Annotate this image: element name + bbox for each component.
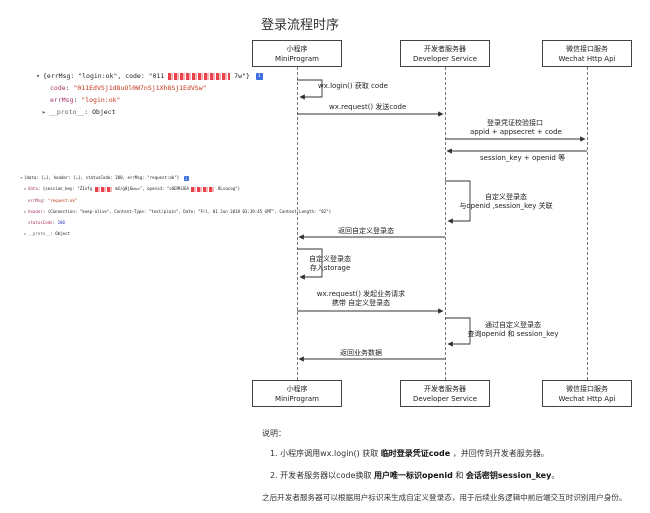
console-line: code: "011EdVSj1d8uOl0W7nSj1Xh8Sj1EdVSw"	[50, 84, 207, 92]
console-login-result: ▾{errMsg: "login:ok", code: "011 7w"} i …	[36, 70, 263, 118]
console-value: Object	[92, 108, 116, 116]
participant-developer-service-bottom: 开发者服务器 Developer Service	[400, 380, 490, 407]
explanation-item-1: 1. 小程序调用wx.login() 获取 临时登录凭证code ，并回传到开发…	[270, 448, 549, 459]
console-line: ▾{data: {…}, header: {…}, statusCode: 20…	[20, 172, 331, 183]
console-value: {Connection: "keep-alive", Content-Type:…	[47, 208, 332, 214]
participant-subtitle: Developer Service	[412, 55, 478, 63]
expand-triangle-icon[interactable]: ▸	[24, 186, 27, 192]
expand-triangle-icon[interactable]: ▸	[24, 231, 27, 237]
explanation-text: 2. 开发者服务器以code换取	[270, 471, 375, 480]
redacted-value	[168, 72, 231, 80]
console-key: code	[50, 84, 66, 92]
msg-store-storage: 自定义登录态 存入storage	[305, 255, 355, 273]
explanation-bold: 临时登录凭证code	[380, 449, 451, 458]
console-text: 7w"}	[234, 72, 250, 80]
console-key: statusCode	[28, 220, 53, 226]
console-line: ▸__proto__: Object	[20, 228, 331, 239]
participant-miniprogram-top: 小程序 MiniProgram	[252, 40, 342, 67]
explanation-heading: 说明：	[262, 429, 286, 438]
collapse-triangle-icon[interactable]: ▾	[20, 175, 23, 180]
participant-name: 开发者服务器	[424, 45, 466, 53]
redacted-value	[191, 186, 216, 192]
console-line: errMsg: "request:ok"	[28, 197, 78, 203]
info-icon[interactable]: i	[255, 72, 263, 80]
explanation-text: ，并回传到开发者服务器。	[450, 449, 549, 458]
explanation-footer: 之后开发者服务器可以根据用户标识来生成自定义登录态，用于后续业务逻辑中前后端交互…	[262, 493, 627, 502]
participant-miniprogram-bottom: 小程序 MiniProgram	[252, 380, 342, 407]
console-text: 8Lvacog"}	[217, 186, 241, 192]
participant-name: 小程序	[286, 45, 308, 53]
msg-line: 自定义登录态	[485, 193, 527, 201]
console-key: errMsg	[50, 96, 74, 104]
console-text: mX/g0j6w==", openid: "oUEMHJ6A	[115, 186, 189, 192]
collapse-triangle-icon[interactable]: ▾	[36, 72, 40, 80]
msg-session-key-openid: session_key + openid 等	[480, 154, 566, 162]
console-line: ▸data: {session_key: "ZIxfg mX/g0j6w==",…	[20, 183, 331, 194]
redacted-value	[94, 186, 113, 192]
participant-developer-service-top: 开发者服务器 Developer Service	[400, 40, 490, 67]
console-key: __proto__	[49, 108, 85, 116]
msg-line: 通过自定义登录态	[485, 321, 541, 329]
lifeline-miniprogram	[297, 67, 298, 380]
participant-subtitle: Wechat Http Api	[558, 55, 616, 63]
msg-line: 携带 自定义登录态	[331, 299, 391, 307]
console-value: "011EdVSj1d8uOl0W7nSj1Xh8Sj1EdVSw"	[73, 84, 207, 92]
participant-subtitle: Wechat Http Api	[558, 395, 616, 403]
msg-return-login-state: 返回自定义登录态	[338, 227, 394, 235]
console-line: errMsg: "login:ok"	[50, 96, 121, 104]
expand-triangle-icon[interactable]: ▸	[42, 108, 46, 116]
console-line: statusCode: 200	[28, 220, 65, 226]
msg-line: wx.request() 发起业务请求	[316, 290, 406, 298]
console-text: {data: {…}, header: {…}, statusCode: 200…	[24, 175, 180, 180]
participant-name: 微信接口服务	[566, 385, 608, 393]
msg-line: appid + appsecret + code	[470, 128, 562, 136]
console-line: ▾{errMsg: "login:ok", code: "011 7w"} i	[36, 70, 263, 82]
participant-name: 微信接口服务	[566, 45, 608, 53]
console-value: 200	[57, 220, 65, 226]
msg-line: 查询openid 和 session_key	[467, 330, 559, 338]
msg-line: 登录凭证校验接口	[487, 119, 543, 127]
console-value: "request:ok"	[47, 197, 78, 203]
msg-line: 自定义登录态	[309, 255, 351, 263]
console-value: Object	[55, 231, 70, 237]
participant-name: 小程序	[286, 385, 308, 393]
msg-return-business-data: 返回业务数据	[340, 349, 382, 357]
participant-subtitle: Developer Service	[412, 395, 478, 403]
msg-wx-login: wx.login() 获取 code	[318, 82, 388, 90]
console-line: ▸header: {Connection: "keep-alive", Cont…	[20, 206, 331, 217]
diagram-title: 登录流程时序	[261, 18, 340, 33]
explanation-bold: 用户唯一标识openid	[374, 471, 453, 480]
msg-line: 与openid ,session_key 关联	[459, 202, 553, 210]
participant-wechat-api-top: 微信接口服务 Wechat Http Api	[542, 40, 632, 67]
console-key: __proto__	[28, 231, 51, 237]
console-key: data	[28, 186, 38, 192]
console-key: errMsg	[28, 197, 43, 203]
msg-verify-api: 登录凭证校验接口 appid + appsecret + code	[470, 119, 562, 137]
console-text: {errMsg: "login:ok", code: "011	[43, 72, 165, 80]
console-request-result: ▾{data: {…}, header: {…}, statusCode: 20…	[20, 172, 331, 240]
explanation-bold: 会话密钥session_key	[465, 471, 552, 480]
participant-name: 开发者服务器	[424, 385, 466, 393]
expand-triangle-icon[interactable]: ▸	[24, 208, 27, 214]
console-line: ▸__proto__: Object	[42, 108, 116, 116]
participant-wechat-api-bottom: 微信接口服务 Wechat Http Api	[542, 380, 632, 407]
msg-business-request: wx.request() 发起业务请求 携带 自定义登录态	[311, 290, 411, 308]
explanation-text: 和	[452, 471, 466, 480]
explanation-item-2: 2. 开发者服务器以code换取 用户唯一标识openid 和 会话密钥sess…	[270, 470, 559, 481]
explanation-text: 。	[551, 471, 560, 480]
console-key: header	[28, 208, 43, 214]
console-text: {session_key: "ZIxfg	[42, 186, 93, 192]
msg-send-code: wx.request() 发送code	[329, 103, 407, 111]
lifeline-wechat-api	[587, 67, 588, 380]
participant-subtitle: MiniProgram	[275, 55, 319, 63]
info-icon[interactable]: i	[183, 175, 189, 181]
console-value: "login:ok"	[81, 96, 121, 104]
explanation-text: 1. 小程序调用wx.login() 获取	[270, 449, 381, 458]
msg-query-openid: 通过自定义登录态 查询openid 和 session_key	[460, 321, 566, 339]
msg-line: 存入storage	[309, 264, 351, 272]
participant-subtitle: MiniProgram	[275, 395, 319, 403]
lifeline-developer-service	[445, 67, 446, 380]
msg-custom-login-state: 自定义登录态 与openid ,session_key 关联	[456, 193, 556, 211]
